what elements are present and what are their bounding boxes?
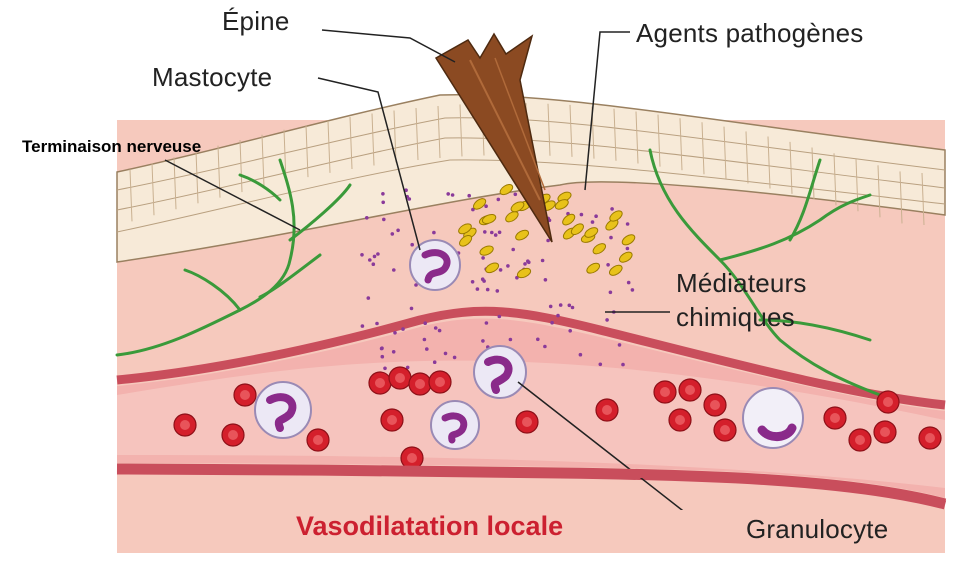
leader-epine [321, 29, 456, 63]
label-epine: Épine [222, 6, 290, 36]
vessel-outer-top [116, 306, 946, 410]
nerve-endings [115, 148, 882, 397]
leader-agents [584, 31, 630, 191]
mastocyte-cell [409, 239, 461, 291]
label-chimiques: chimiques [676, 302, 795, 332]
leader-terminaison [164, 159, 301, 231]
granulocyte-cell [254, 381, 312, 439]
thorn [434, 32, 553, 243]
granulocyte-cell [742, 387, 804, 449]
red-blood-cells [173, 366, 942, 470]
pathogens [458, 184, 636, 279]
granulocyte-cell [473, 345, 527, 399]
leader-mastocyte [317, 77, 421, 251]
label-mediateurs: Médiateurs [676, 268, 807, 298]
label-mastocyte: Mastocyte [152, 62, 273, 92]
label-agents-pathogenes: Agents pathogènes [636, 18, 864, 48]
label-terminaison-nerveuse: Terminaison nerveuse [22, 137, 202, 156]
label-vasodilatation-locale: Vasodilatation locale [296, 511, 564, 541]
granulocyte-cell [430, 400, 480, 450]
label-granulocyte: Granulocyte [746, 514, 889, 544]
